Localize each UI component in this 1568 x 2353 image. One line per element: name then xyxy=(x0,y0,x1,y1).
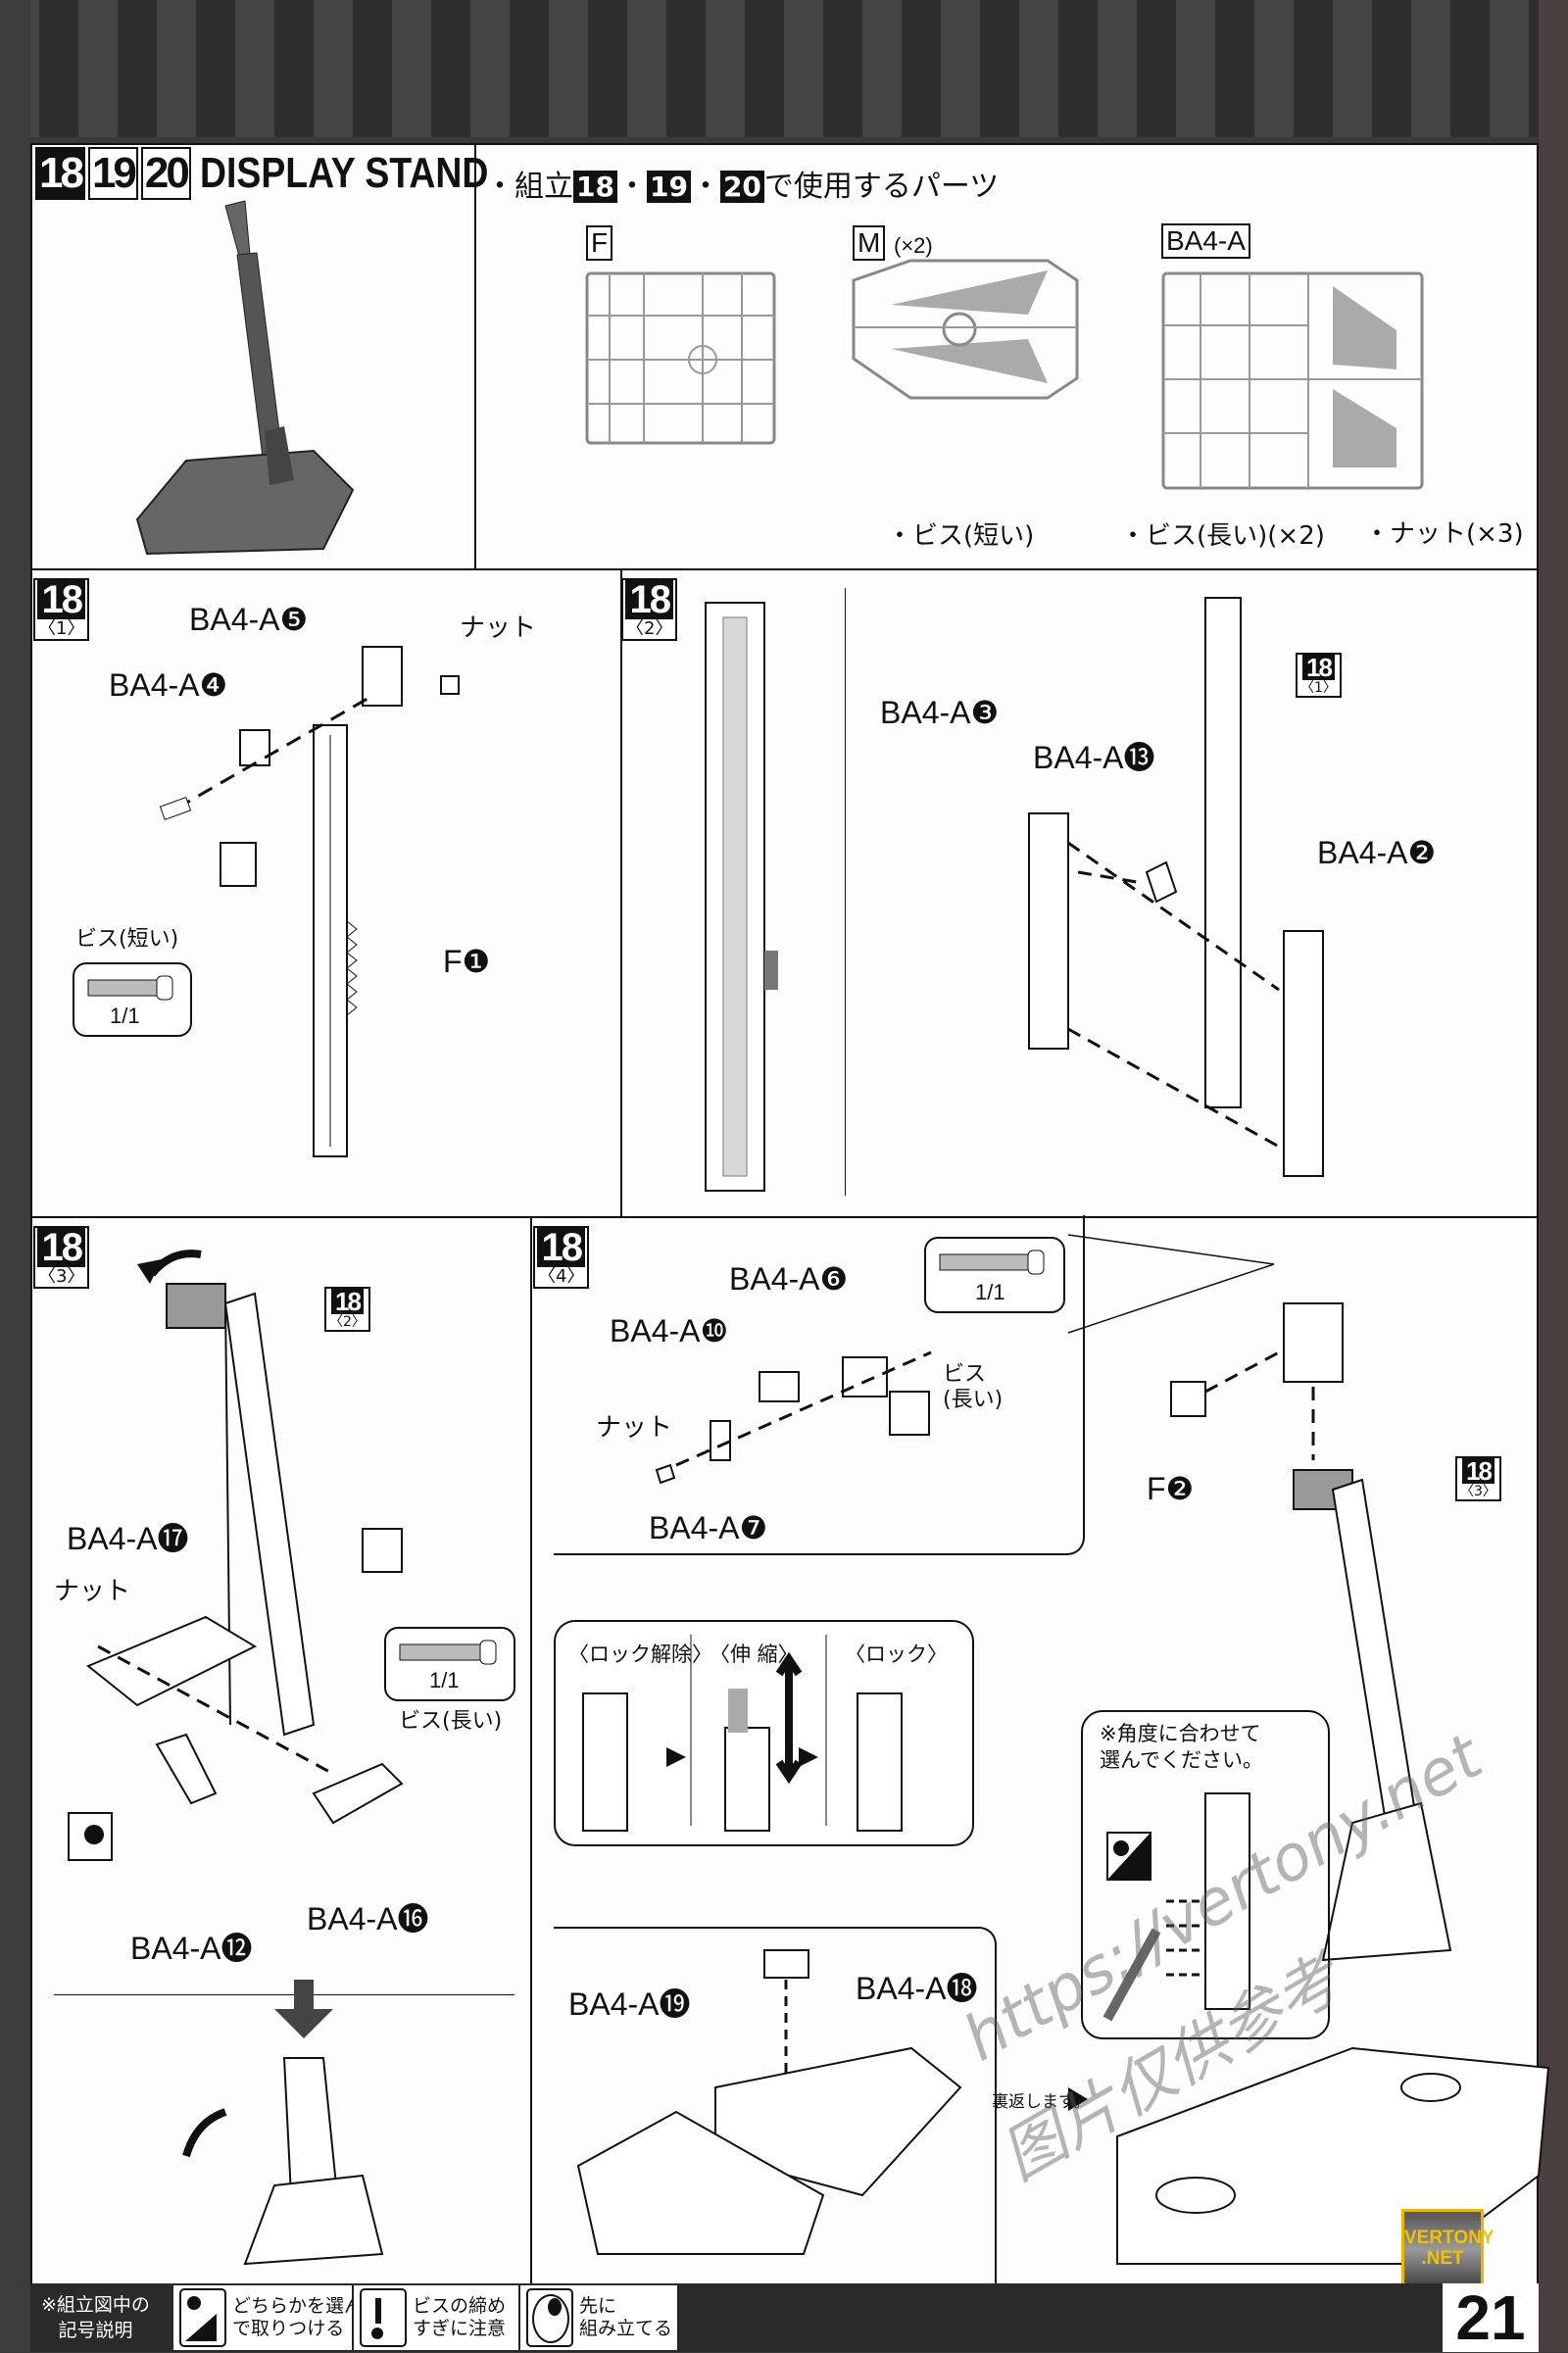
divider xyxy=(30,568,1539,570)
part-label: BA4-A⓳ xyxy=(568,1986,691,2022)
runner-label-m: M xyxy=(853,225,886,261)
screw-caution-icon xyxy=(220,842,257,887)
runner-ba4a-illustration xyxy=(1161,271,1424,490)
page-title: DISPLAY STAND xyxy=(199,149,489,197)
step-badge: 18〈1〉 xyxy=(33,578,90,641)
part-label: F❶ xyxy=(443,944,491,979)
part-label: BA4-A❿ xyxy=(610,1313,729,1348)
part-label: BA4-A❸ xyxy=(880,695,1000,730)
step-badge: 18〈2〉 xyxy=(621,578,678,641)
angle-selection-illustration xyxy=(1102,1792,1250,2022)
step-number: 20 xyxy=(140,147,191,200)
runner-m-illustration xyxy=(852,259,1079,400)
part-label: BA4-A❹ xyxy=(109,667,228,703)
divider xyxy=(30,1216,1539,1218)
step-18-4-illustration xyxy=(655,1234,1452,1962)
step-number: 18 xyxy=(35,147,85,200)
part-label: ナット xyxy=(460,613,537,643)
divider xyxy=(54,1994,514,1995)
reference-step-badge: 18〈2〉 xyxy=(324,1287,370,1332)
screw-caution-icon xyxy=(360,2288,407,2347)
assemble-first-icon xyxy=(526,2288,573,2347)
screw-count-box: 1/1 xyxy=(384,1627,515,1701)
legend-item: ビスの締め すぎに注意 xyxy=(354,2285,520,2350)
hardware-screw-long: ・ビス(長い)(×2) xyxy=(1120,521,1325,551)
legend-title: ※組立図中の 記号説明 xyxy=(41,2294,150,2341)
part-label: BA4-A❺ xyxy=(189,602,309,637)
step-badge: 18〈3〉 xyxy=(33,1226,90,1289)
angle-note: ※角度に合わせて 選んでください。 xyxy=(1100,1722,1263,1773)
screw-icon xyxy=(939,1250,1045,1275)
reference-step-badge: 18〈3〉 xyxy=(1455,1456,1501,1501)
screw-caution-icon xyxy=(362,1528,403,1573)
flip-instruction: 裏返します。 xyxy=(992,2092,1091,2112)
part-label: BA4-A⓭ xyxy=(1033,740,1155,775)
runner-label-ba4a: BA4-A xyxy=(1161,223,1250,259)
lock-state-lock: 〈ロック〉 xyxy=(845,1642,948,1666)
background-decoration xyxy=(1539,0,1568,2352)
lock-mechanism-illustration xyxy=(582,1635,903,1832)
lock-state-unlock: 〈ロック解除〉 xyxy=(568,1642,712,1666)
part-label: BA4-A⓱ xyxy=(67,1521,189,1556)
screw-caution-icon xyxy=(889,1391,930,1436)
background-decoration xyxy=(0,0,30,2352)
hardware-screw-short: ・ビス(短い) xyxy=(887,521,1035,551)
part-label: BA4-A⓲ xyxy=(856,1971,978,2006)
divider xyxy=(620,568,622,1217)
part-label: F❷ xyxy=(1147,1471,1195,1506)
part-label: BA4-A❻ xyxy=(729,1261,849,1297)
divider xyxy=(530,1216,532,2284)
step-18-1-illustration xyxy=(159,646,460,1157)
divider xyxy=(845,588,846,1196)
hardware-nut: ・ナット(×3) xyxy=(1364,519,1524,549)
legend-item: 先に 組み立てる xyxy=(520,2285,679,2350)
part-label: BA4-A❷ xyxy=(1317,835,1437,870)
step-18-3-illustration xyxy=(68,1250,404,2266)
vertony-logo: VERTONY.NET xyxy=(1401,2209,1494,2289)
page-number: 21 xyxy=(1443,2283,1539,2352)
part-label: ビス(長い) xyxy=(399,1709,503,1734)
part-label: BA4-A❼ xyxy=(649,1510,768,1545)
divider xyxy=(474,143,476,570)
choose-one-icon xyxy=(179,2288,226,2347)
screw-count-box: 1/1 xyxy=(73,962,192,1037)
runner-qty: (×2) xyxy=(894,233,933,258)
base-assembly-panel xyxy=(554,1927,997,2291)
angle-note-panel xyxy=(1081,1710,1330,2039)
runner-f-illustration xyxy=(585,271,776,445)
part-label: ビス (長い) xyxy=(943,1362,1004,1413)
step-badge: 18〈4〉 xyxy=(533,1226,590,1289)
screw-icon xyxy=(87,975,173,1001)
reference-step-badge: 18〈1〉 xyxy=(1296,653,1342,698)
screw-icon xyxy=(399,1640,497,1665)
display-stand-illustration xyxy=(135,200,355,556)
runner-label-f: F xyxy=(586,225,613,261)
part-label: ナット xyxy=(54,1577,131,1606)
sub-assembly-panel xyxy=(554,1215,1085,1555)
step-18-2-assembled-illustration xyxy=(705,602,778,1192)
step-18-2-illustration xyxy=(1028,597,1324,1177)
screw-count-box: 1/1 xyxy=(924,1237,1065,1313)
step-number: 19 xyxy=(87,147,138,200)
part-label: BA4-A⓬ xyxy=(130,1931,253,1966)
part-label: ビス(短い) xyxy=(75,927,179,952)
section-title: 18 19 20 DISPLAY STAND xyxy=(35,147,539,200)
legend-item: どちらかを選ん で取りつける xyxy=(173,2285,363,2350)
part-label: ナット xyxy=(596,1413,673,1443)
part-label: BA4-A⓰ xyxy=(307,1901,429,1936)
background-decoration xyxy=(0,0,1568,137)
